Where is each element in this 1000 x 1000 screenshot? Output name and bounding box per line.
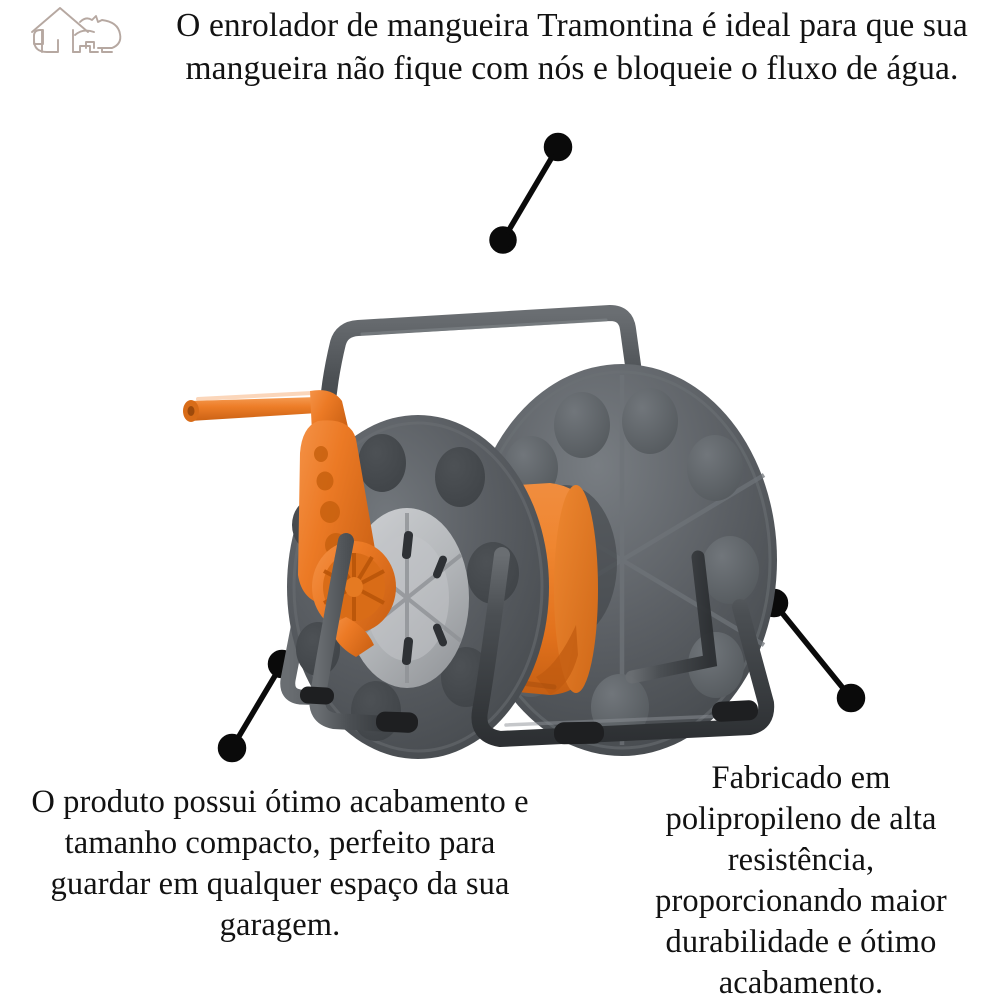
callout-text-bottom-left: O produto possui ótimo acabamento e tama… [31, 784, 529, 943]
crank-handle [183, 390, 396, 657]
base-frame-rear-right [625, 550, 718, 684]
rubber-feet [299, 686, 759, 745]
callout-text-bottom-right: Fabricado em polipropileno de alta resis… [655, 760, 947, 1000]
base-frame-rear [280, 517, 458, 709]
callout-text-top: O enrolador de mangueira Tramontina é id… [176, 7, 968, 87]
house-and-dog-outline-logo [31, 7, 122, 53]
product-image-enrolador-de-mangueira [183, 305, 777, 759]
base-frame-front-left [309, 533, 416, 733]
crank-grip [183, 391, 323, 422]
base-frame [471, 547, 775, 747]
